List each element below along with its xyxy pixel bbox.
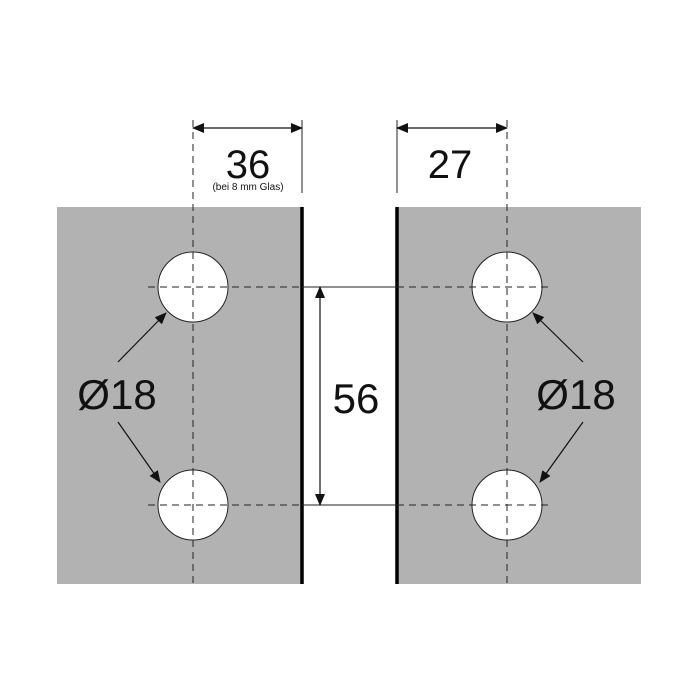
left-hole-diameter-label: Ø18 [77, 371, 156, 418]
right-width-label: 27 [428, 143, 473, 187]
diameter-leaders [117, 312, 584, 483]
extension-lines [301, 120, 398, 506]
left-top-hole [157, 251, 229, 323]
left-width-label: 36 [226, 143, 271, 187]
right-hole-diameter-label: Ø18 [536, 371, 615, 418]
hole-spacing-label: 56 [333, 375, 380, 422]
center-lines [148, 120, 552, 584]
left-width-note: (bei 8 mm Glas) [212, 182, 283, 193]
